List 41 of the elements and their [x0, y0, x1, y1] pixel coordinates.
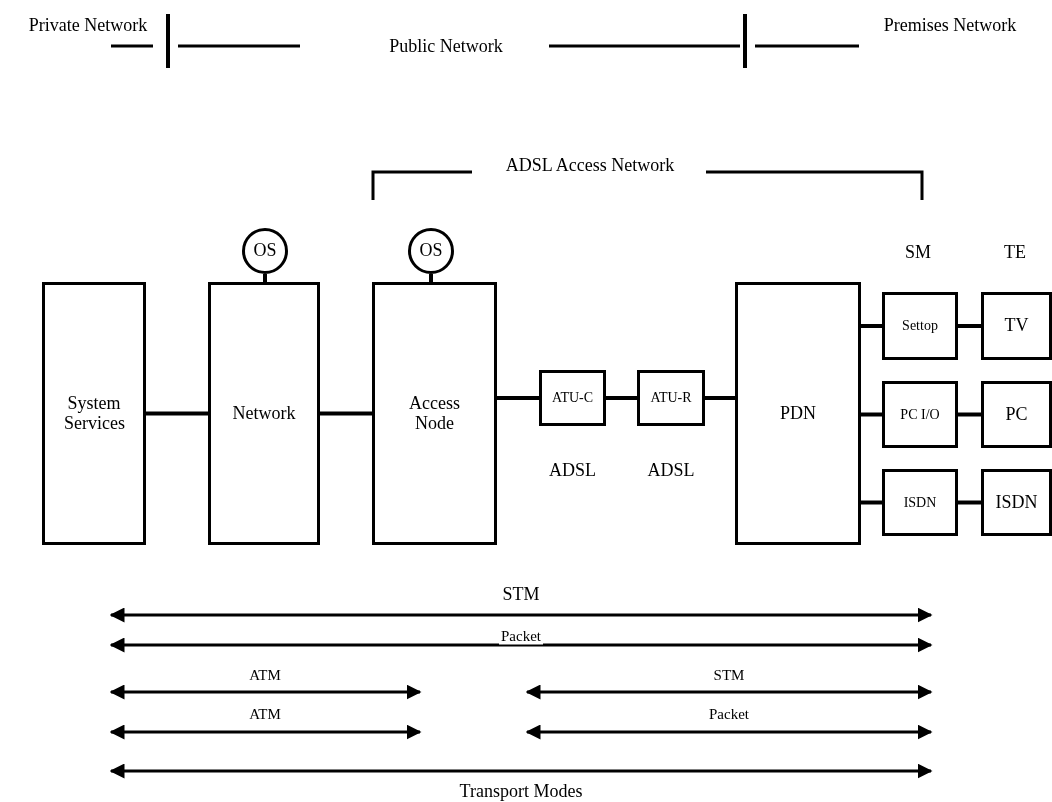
module-box [882, 469, 958, 536]
connector-line [958, 324, 981, 328]
connector-line [606, 396, 637, 400]
connector-line [705, 396, 735, 400]
node-label: ATU-R [650, 390, 692, 406]
node-label: OS [253, 241, 277, 261]
node-label: PC [1005, 404, 1028, 425]
module-box [882, 292, 958, 360]
connector-line [320, 411, 372, 416]
block-box [981, 292, 1052, 360]
block-box [735, 282, 861, 545]
node-label: System Services [64, 393, 124, 434]
node-label: Settop [902, 318, 938, 334]
node-label: Access Node [408, 393, 461, 434]
connector-line [958, 412, 981, 417]
node-label: PC I/O [900, 406, 940, 423]
module-box [539, 370, 606, 426]
block-box [208, 282, 320, 545]
connector-line [263, 274, 267, 282]
connector-line [146, 411, 208, 416]
connector-line [861, 500, 882, 505]
block-box [42, 282, 146, 545]
os-circle [242, 228, 288, 274]
connector-line [497, 396, 539, 400]
node-label: ISDN [995, 492, 1038, 513]
node-label: Network [232, 403, 296, 424]
connector-line [429, 274, 433, 282]
block-box [981, 381, 1052, 448]
block-box [981, 469, 1052, 536]
connector-line [958, 500, 981, 505]
module-box [882, 381, 958, 448]
node-label: TV [1004, 316, 1029, 336]
os-circle [408, 228, 454, 274]
node-label: OS [419, 241, 443, 261]
block-box [372, 282, 497, 545]
module-box [637, 370, 705, 426]
connector-line [861, 412, 882, 417]
node-label: PDN [780, 403, 816, 424]
node-label: ISDN [903, 494, 937, 511]
node-label: ATU-C [551, 390, 594, 406]
connector-line [861, 324, 882, 328]
